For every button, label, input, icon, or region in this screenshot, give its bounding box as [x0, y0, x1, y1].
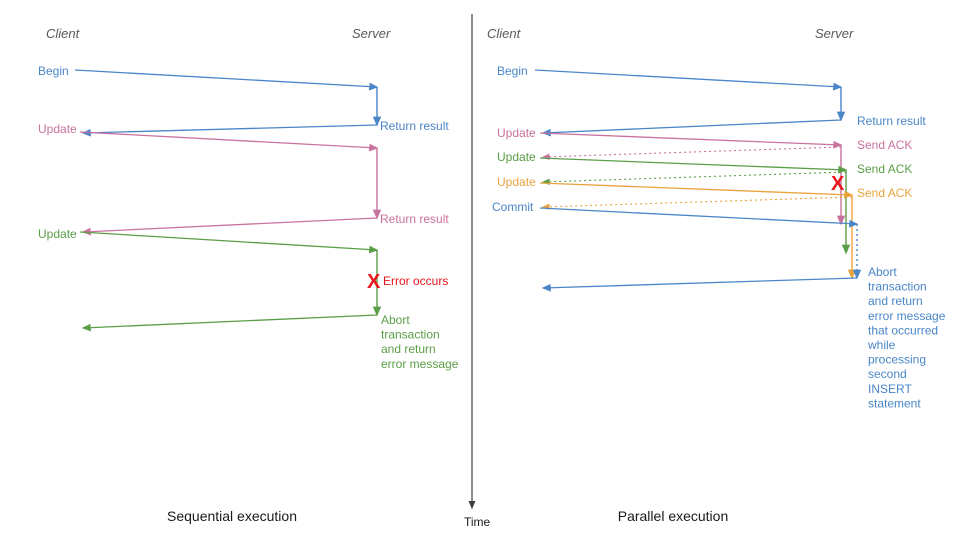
note-line: transaction — [868, 280, 927, 294]
message-commit: Commit — [492, 200, 859, 228]
message-line-update-3 — [539, 182, 854, 199]
panel-caption-sequential: Sequential execution — [167, 508, 297, 524]
error-x-icon: X — [831, 173, 845, 195]
note-line: and return — [868, 294, 923, 308]
message-line-abort-return — [81, 314, 378, 332]
message-line-send-ack-3 — [541, 196, 853, 211]
note-line: processing — [868, 353, 926, 367]
lane-title-server: Server — [352, 26, 391, 41]
note-line: statement — [868, 396, 921, 410]
message-label-return-result: Return result — [857, 114, 926, 128]
message-label-begin: Begin — [497, 64, 528, 78]
message-return-result: Return result — [541, 114, 926, 137]
message-update-1: Update — [497, 126, 843, 149]
message-label-update-1: Update — [38, 122, 77, 136]
message-line-send-ack-2 — [541, 171, 847, 186]
message-update-1: Update — [38, 122, 379, 152]
message-label-send-ack-1: Send ACK — [857, 138, 912, 152]
time-axis: Time — [464, 14, 491, 529]
message-line-return-result-2 — [81, 217, 378, 236]
message-begin: Begin — [497, 64, 843, 91]
message-return-result-2: Return result — [81, 212, 449, 236]
error-marker-group: X — [831, 173, 845, 195]
message-label-update-1: Update — [497, 126, 536, 140]
message-send-ack-3: Send ACK — [541, 186, 912, 211]
time-axis-layer: Time — [464, 14, 491, 529]
time-axis-label: Time — [464, 515, 491, 529]
message-line-begin — [534, 69, 843, 91]
message-line-update-2 — [79, 231, 379, 254]
message-update-2: Update — [38, 227, 379, 254]
lane-title-server: Server — [815, 26, 854, 41]
note-line: transaction — [381, 328, 440, 342]
message-line-return-result — [541, 119, 842, 137]
note-line: INSERT — [868, 382, 912, 396]
message-abort-return — [541, 277, 858, 292]
message-update-3: Update — [497, 175, 854, 199]
error-x-icon: X — [367, 271, 381, 293]
message-label-commit: Commit — [492, 200, 534, 214]
lane-title-client: Client — [487, 26, 522, 41]
message-line-send-ack-1 — [541, 146, 842, 161]
error-label: Error occurs — [383, 274, 448, 288]
message-line-return-result-1 — [81, 124, 378, 137]
note-line: error message — [868, 309, 946, 323]
panel-caption-parallel: Parallel execution — [618, 508, 729, 524]
note-line: Abort — [381, 313, 410, 327]
message-label-return-result-1: Return result — [380, 119, 449, 133]
message-abort-return — [81, 314, 378, 332]
message-line-update-1 — [79, 131, 379, 152]
message-begin: Begin — [38, 64, 379, 91]
message-label-update-3: Update — [497, 175, 536, 189]
message-line-update-2 — [539, 157, 848, 174]
message-label-send-ack-2: Send ACK — [857, 162, 912, 176]
lane-title-client: Client — [46, 26, 81, 41]
note-line: Abort — [868, 265, 897, 279]
message-label-send-ack-3: Send ACK — [857, 186, 912, 200]
message-update-2: Update — [497, 150, 848, 174]
note-line: that occurred — [868, 323, 938, 337]
message-line-commit — [539, 207, 859, 228]
message-send-ack-1: Send ACK — [541, 138, 912, 161]
message-line-begin — [74, 69, 379, 91]
note-line: while — [867, 338, 896, 352]
message-return-result-1: Return result — [81, 119, 449, 137]
message-line-abort-return — [541, 277, 858, 292]
note-line: and return — [381, 342, 436, 356]
note-line: error message — [381, 357, 459, 371]
message-label-update-2: Update — [497, 150, 536, 164]
note-line: second — [868, 367, 907, 381]
message-label-return-result-2: Return result — [380, 212, 449, 226]
message-send-ack-2: Send ACK — [541, 162, 912, 186]
message-line-update-1 — [539, 132, 843, 149]
message-label-update-2: Update — [38, 227, 77, 241]
message-label-begin: Begin — [38, 64, 69, 78]
